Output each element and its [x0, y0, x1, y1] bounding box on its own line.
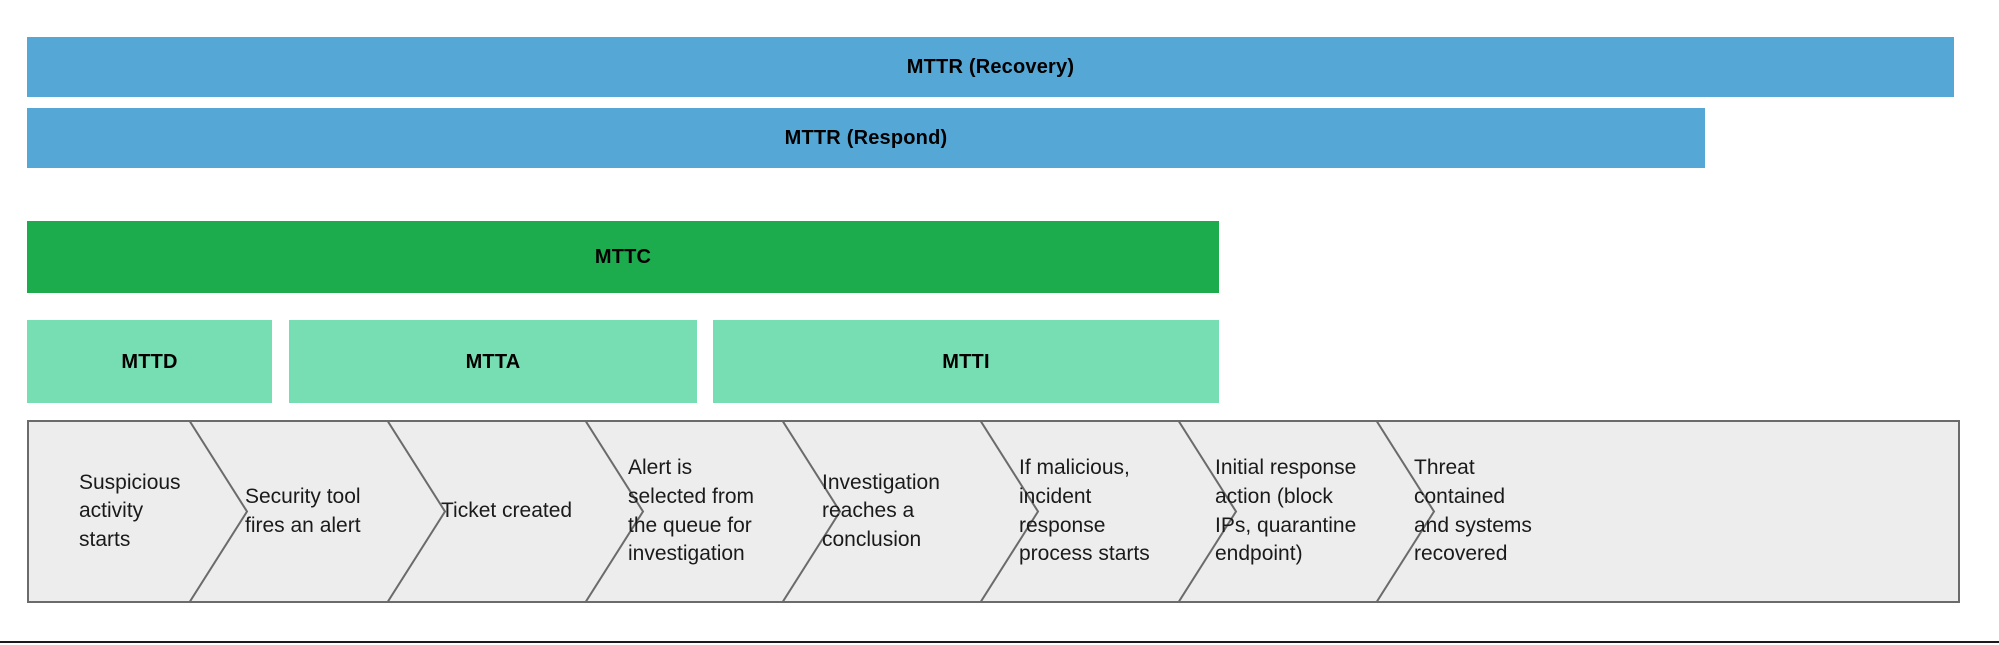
- flow-step-label: Investigation reaches a conclusion: [822, 470, 940, 551]
- flow-step-label: Threat contained and systems recovered: [1414, 456, 1532, 566]
- flow-step-2[interactable]: Security tool fires an alert: [245, 422, 405, 601]
- flow-step-7[interactable]: Initial response action (block IPs, quar…: [1215, 422, 1390, 601]
- metric-bar-label: MTTD: [121, 350, 178, 373]
- metric-bar-label: MTTA: [465, 350, 521, 373]
- bottom-divider-rule: [0, 641, 1999, 643]
- metric-bar-label: MTTI: [942, 350, 990, 373]
- process-flow-strip: Suspicious activity starts Security tool…: [27, 420, 1960, 603]
- flow-step-3[interactable]: Ticket created: [441, 422, 606, 601]
- flow-step-label: Security tool fires an alert: [245, 484, 361, 537]
- flow-step-label: If malicious, incident response process …: [1019, 456, 1150, 566]
- metric-bar-mtta[interactable]: MTTA: [289, 320, 697, 403]
- metric-bar-label: MTTC: [594, 246, 652, 268]
- flow-step-label: Initial response action (block IPs, quar…: [1215, 456, 1357, 566]
- flow-step-5[interactable]: Investigation reaches a conclusion: [822, 422, 982, 601]
- flow-step-6[interactable]: If malicious, incident response process …: [1019, 422, 1184, 601]
- flow-step-1[interactable]: Suspicious activity starts: [79, 422, 229, 601]
- metric-bar-mttc[interactable]: MTTC: [27, 221, 1219, 293]
- metric-bar-mttd[interactable]: MTTD: [27, 320, 272, 403]
- flow-step-label: Alert is selected from the queue for inv…: [628, 456, 755, 566]
- metric-bar-mtti[interactable]: MTTI: [713, 320, 1219, 403]
- metric-bar-label: MTTR (Recovery): [906, 56, 1075, 78]
- metric-bar-mttr-recovery[interactable]: MTTR (Recovery): [27, 37, 1954, 97]
- metric-bar-label: MTTR (Respond): [784, 127, 948, 149]
- flow-step-4[interactable]: Alert is selected from the queue for inv…: [628, 422, 793, 601]
- flow-step-label: Suspicious activity starts: [79, 470, 181, 551]
- chevron-divider-lines: [189, 422, 1436, 601]
- metric-bar-mttr-respond[interactable]: MTTR (Respond): [27, 108, 1705, 168]
- flow-step-label: Ticket created: [441, 499, 573, 523]
- flow-step-8[interactable]: Threat contained and systems recovered: [1414, 422, 1579, 601]
